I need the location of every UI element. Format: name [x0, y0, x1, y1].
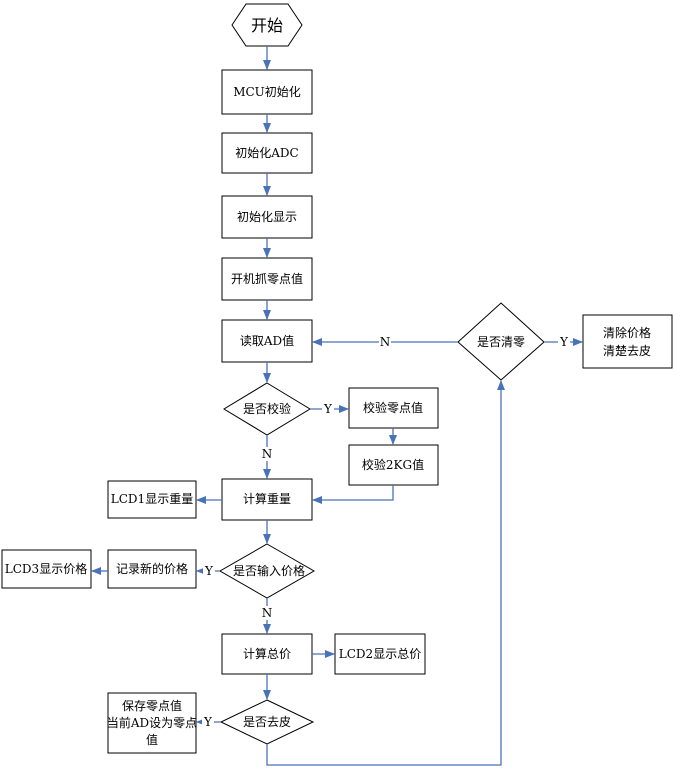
tare-action-line2: 当前AD设为零点	[107, 715, 197, 730]
record-price-label: 记录新的价格	[116, 561, 188, 576]
calc-total-label: 计算总价	[243, 646, 291, 661]
cal-2kg-label: 校验2KG值	[362, 457, 424, 472]
price-yes-label: Y	[204, 564, 214, 578]
edge-labels: N Y Y N Y N Y	[202, 335, 570, 729]
capture-zero-box: 开机抓零点值	[221, 257, 313, 301]
tare-action-line3: 值	[146, 732, 158, 747]
lcd1-label: LCD1显示重量	[111, 492, 193, 506]
start-label: 开始	[251, 16, 283, 35]
adc-init-label: 初始化ADC	[235, 146, 298, 160]
lcd3-label: LCD3显示价格	[5, 561, 87, 576]
lcd2-box: LCD2显示总价	[334, 633, 426, 675]
cal-zero-box: 校验零点值	[348, 387, 439, 429]
clear-decision: 是否清零	[457, 302, 545, 381]
lcd2-label: LCD2显示总价	[339, 647, 421, 661]
mcu-init-label: MCU初始化	[233, 85, 301, 99]
input-price-decision-label: 是否输入价格	[233, 563, 305, 578]
lcd3-box: LCD3显示价格	[1, 549, 92, 589]
adc-init-box: 初始化ADC	[221, 132, 313, 174]
input-price-decision: 是否输入价格	[218, 543, 316, 599]
tare-decision-label: 是否去皮	[243, 715, 291, 729]
clear-no-label: N	[380, 335, 391, 349]
tare-yes-label: Y	[203, 715, 213, 729]
price-no-label: N	[262, 606, 273, 620]
mcu-init-box: MCU初始化	[221, 69, 313, 115]
tare-action-line1: 保存零点值	[122, 698, 182, 713]
clear-action-box: 清除价格 清楚去皮	[582, 314, 673, 369]
cal-zero-label: 校验零点值	[363, 400, 423, 415]
clear-action-line2: 清楚去皮	[603, 344, 651, 358]
lcd1-box: LCD1显示重量	[107, 480, 197, 519]
calibrate-decision-label: 是否校验	[243, 401, 291, 416]
clear-action-line1: 清除价格	[603, 325, 651, 340]
calibrate-yes-label: Y	[323, 402, 333, 416]
display-init-label: 初始化显示	[237, 210, 297, 224]
edge-cal2kg-to-weight	[312, 485, 394, 504]
start-node: 开始	[231, 3, 303, 47]
cal-2kg-box: 校验2KG值	[348, 444, 439, 486]
capture-zero-label: 开机抓零点值	[231, 271, 303, 286]
tare-decision: 是否去皮	[219, 699, 315, 745]
calc-weight-box: 计算重量	[221, 478, 313, 521]
clear-yes-label: Y	[559, 335, 569, 349]
record-price-box: 记录新的价格	[107, 549, 197, 589]
edge-tare-loop	[266, 380, 505, 766]
tare-action-box: 保存零点值 当前AD设为零点 值	[107, 692, 197, 754]
calibrate-no-label: N	[262, 447, 273, 461]
calibrate-decision: 是否校验	[223, 382, 311, 436]
calc-total-box: 计算总价	[221, 633, 313, 675]
read-ad-label: 读取AD值	[240, 333, 294, 348]
clear-decision-label: 是否清零	[477, 335, 525, 349]
calc-weight-label: 计算重量	[243, 491, 291, 506]
read-ad-box: 读取AD值	[221, 319, 313, 363]
display-init-box: 初始化显示	[221, 195, 313, 239]
